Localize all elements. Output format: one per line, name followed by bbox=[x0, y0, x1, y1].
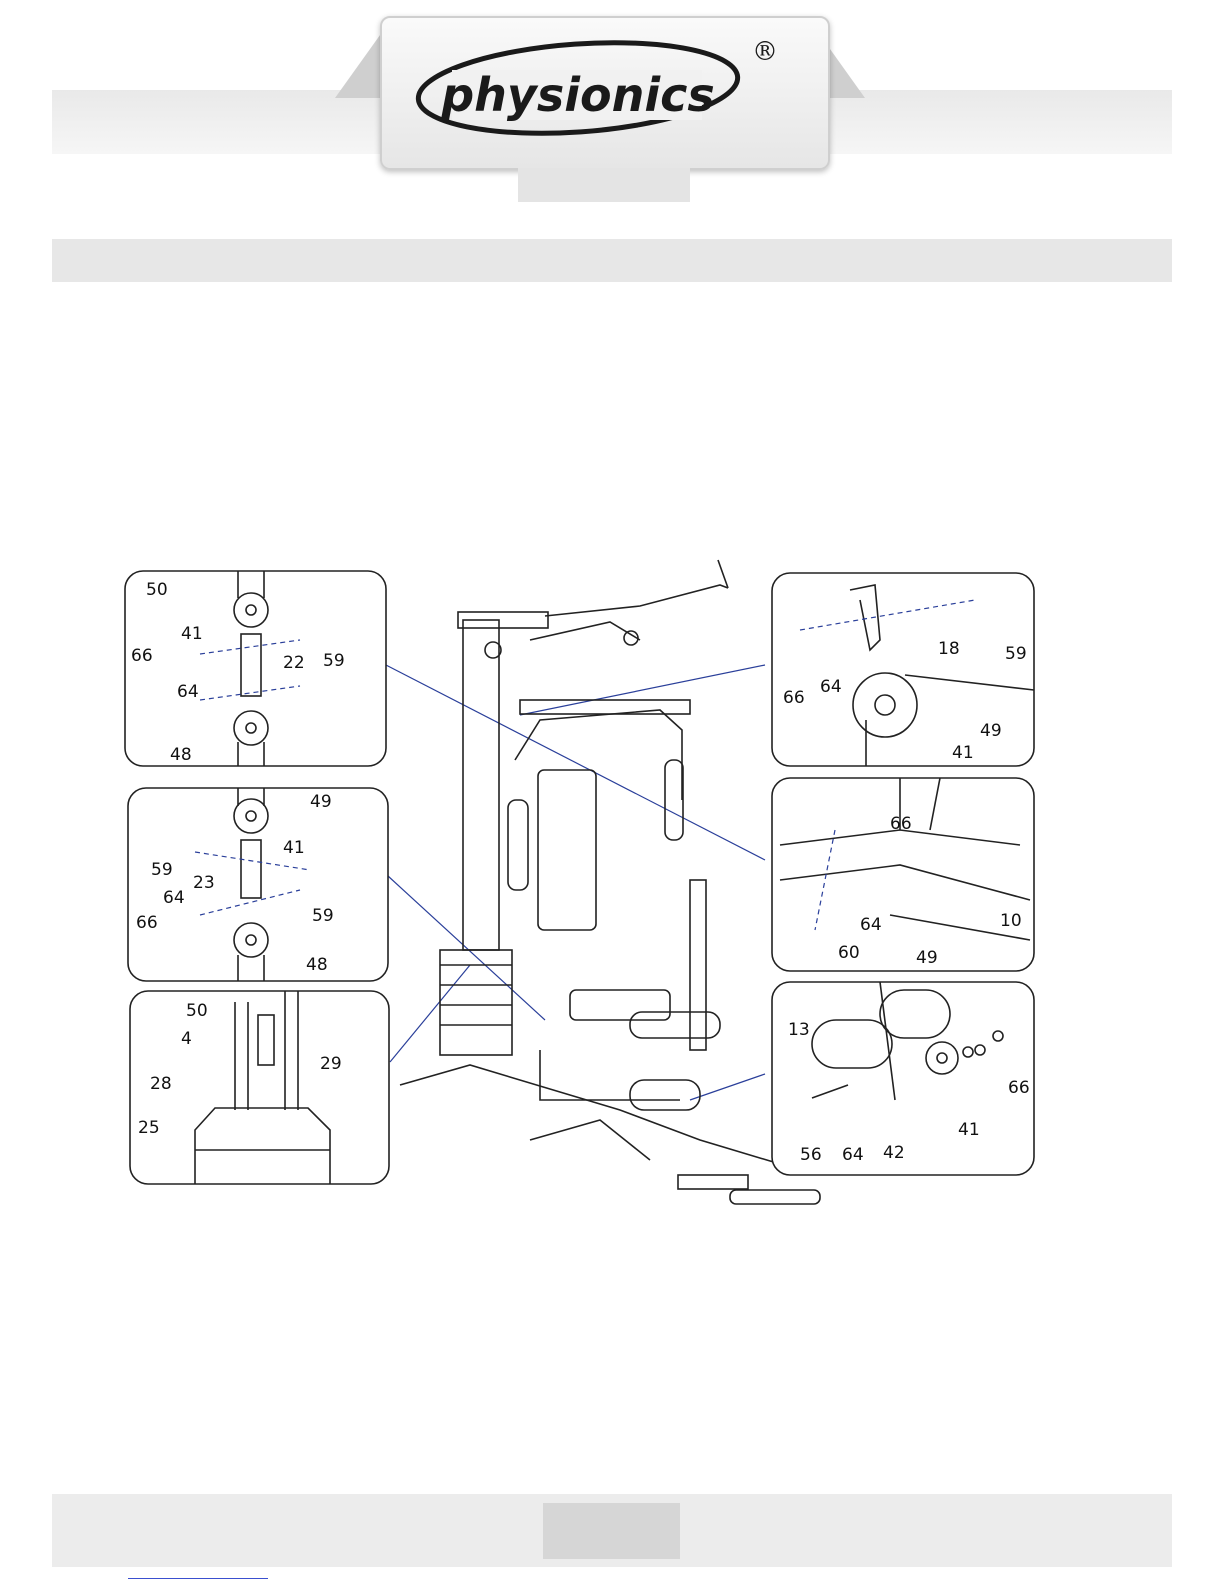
callout-label: 10 bbox=[1000, 911, 1022, 931]
callout-label: 25 bbox=[138, 1118, 160, 1138]
page-number-chip bbox=[543, 1503, 680, 1559]
callout-label: 50 bbox=[146, 580, 168, 600]
guide-lines bbox=[384, 664, 765, 1100]
callout-label: 4 bbox=[181, 1029, 192, 1049]
callout-label: 66 bbox=[783, 688, 805, 708]
callout-label: 64 bbox=[177, 682, 199, 702]
callout-label: 13 bbox=[788, 1020, 810, 1040]
callout-label: 60 bbox=[838, 943, 860, 963]
callout-label: 56 bbox=[800, 1145, 822, 1165]
callout-label: 49 bbox=[916, 948, 938, 968]
callout-label: 41 bbox=[958, 1120, 980, 1140]
callout-label: 59 bbox=[312, 906, 334, 926]
callout-label: 66 bbox=[136, 913, 158, 933]
callout-label: 29 bbox=[320, 1054, 342, 1074]
panel-top-right: 18 59 66 64 49 41 bbox=[772, 573, 1034, 766]
callout-label: 50 bbox=[186, 1001, 208, 1021]
callout-label: 41 bbox=[181, 624, 203, 644]
callout-label: 64 bbox=[820, 677, 842, 697]
callout-label: 49 bbox=[310, 792, 332, 812]
callout-label: 42 bbox=[883, 1143, 905, 1163]
callout-label: 59 bbox=[323, 651, 345, 671]
callout-label: 59 bbox=[1005, 644, 1027, 664]
callout-label: 41 bbox=[952, 743, 974, 763]
callout-label: 41 bbox=[283, 838, 305, 858]
panel-mid-left: 49 41 59 23 64 59 66 48 bbox=[128, 788, 388, 981]
callout-label: 64 bbox=[842, 1145, 864, 1165]
callout-label: 64 bbox=[163, 888, 185, 908]
callout-label: 18 bbox=[938, 639, 960, 659]
callout-label: 23 bbox=[193, 873, 215, 893]
callout-label: 48 bbox=[306, 955, 328, 975]
callout-label: 66 bbox=[1008, 1078, 1030, 1098]
home-gym-machine bbox=[400, 560, 820, 1204]
callout-label: 66 bbox=[890, 814, 912, 834]
callout-label: 48 bbox=[170, 745, 192, 765]
callout-label: 22 bbox=[283, 653, 305, 673]
callout-label: 66 bbox=[131, 646, 153, 666]
callout-label: 64 bbox=[860, 915, 882, 935]
callout-label: 28 bbox=[150, 1074, 172, 1094]
callout-label: 59 bbox=[151, 860, 173, 880]
footer-link-underline[interactable] bbox=[128, 1578, 268, 1579]
panel-mid-right: 66 10 64 60 49 bbox=[772, 778, 1034, 971]
panel-top-left: 50 41 66 22 59 64 48 bbox=[125, 571, 386, 766]
panel-bottom-left: 50 4 29 28 25 bbox=[130, 991, 389, 1184]
panel-bottom-right: 13 66 41 56 64 42 bbox=[772, 982, 1034, 1175]
callout-label: 49 bbox=[980, 721, 1002, 741]
